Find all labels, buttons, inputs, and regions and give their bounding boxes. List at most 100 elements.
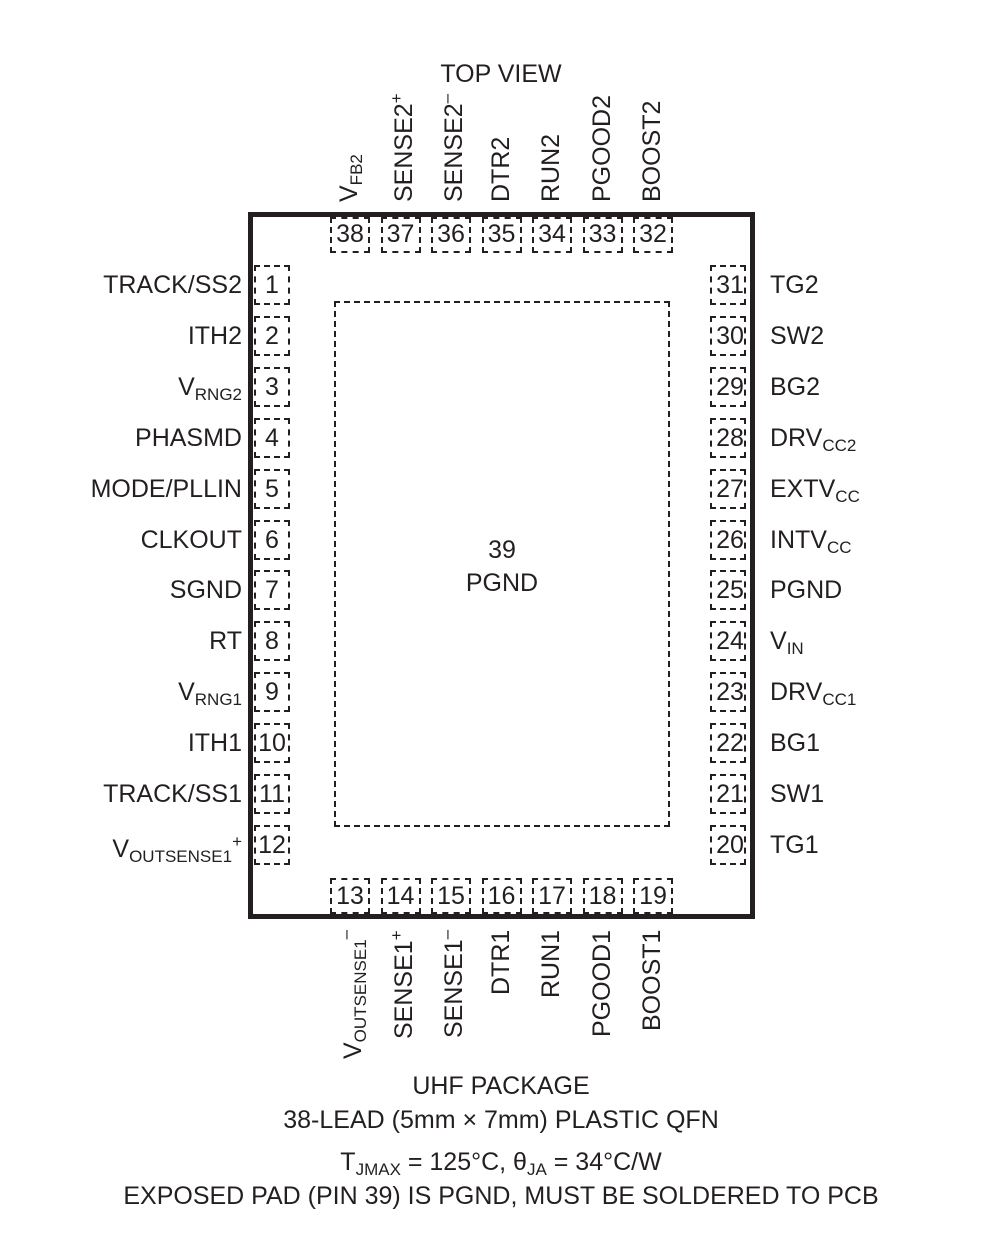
pin-20-pad bbox=[710, 824, 746, 865]
pin-20-label: TG1 bbox=[770, 830, 819, 859]
pin-27-label-text: EXTV bbox=[770, 474, 836, 503]
pin-7-pad bbox=[254, 570, 290, 611]
pin-7-label: SGND bbox=[12, 578, 242, 603]
pin-22-pad bbox=[710, 723, 746, 764]
pin-3-label-sub: RNG2 bbox=[194, 384, 242, 404]
pin-27-number: 27 bbox=[716, 474, 744, 503]
pin-2-label: ITH2 bbox=[12, 323, 242, 349]
pin-21-number: 21 bbox=[716, 780, 744, 808]
pin-27-label: EXTVCC bbox=[770, 474, 860, 506]
pin-11-pad bbox=[254, 774, 290, 814]
pin-18-pad bbox=[582, 878, 623, 914]
pin-16-label-text: DTR1 bbox=[486, 930, 515, 996]
pin-12-pad bbox=[254, 824, 290, 865]
pin-16-pad bbox=[481, 878, 522, 914]
pin-24-label-sub: IN bbox=[786, 639, 804, 659]
pin-33-label: PGOOD2 bbox=[587, 95, 616, 202]
pin-27-pad bbox=[710, 468, 746, 509]
pin-10-pad bbox=[254, 723, 290, 764]
pin-34-label: RUN2 bbox=[537, 134, 565, 202]
pin-10-label: ITH1 bbox=[12, 731, 242, 756]
pin-25-number: 25 bbox=[716, 576, 744, 605]
pin-17-pad bbox=[532, 878, 572, 914]
footer-end: = 34°C/W bbox=[546, 1148, 662, 1176]
pin-14-label: SENSE1+ bbox=[387, 930, 418, 1039]
pin-31-pad bbox=[710, 265, 746, 305]
pin-33-pad bbox=[582, 217, 623, 253]
pin-1-number: 1 bbox=[265, 271, 279, 299]
pin-36-label-text: SENSE2 bbox=[440, 103, 468, 202]
pin-13-label-sup: – bbox=[336, 930, 355, 940]
pin-6-label-text: CLKOUT bbox=[140, 525, 242, 554]
pin-15-label-text: SENSE1 bbox=[440, 939, 468, 1039]
pin-16-label: DTR1 bbox=[486, 930, 515, 996]
pin-14-pad bbox=[380, 878, 421, 914]
pin-9-label: VRNG1 bbox=[12, 678, 242, 710]
pin-12-label-sub: OUTSENSE1 bbox=[129, 846, 233, 866]
pin-18-label: PGOOD1 bbox=[588, 930, 616, 1037]
pin-16-number: 16 bbox=[487, 882, 516, 910]
pin-24-label: VIN bbox=[770, 627, 804, 659]
pin-37-label-sup: + bbox=[386, 93, 406, 104]
pin-3-label-text: V bbox=[178, 372, 195, 401]
pin-1-pad bbox=[254, 265, 290, 305]
pin-13-label-text: V bbox=[339, 1042, 367, 1060]
pin-21-label: SW1 bbox=[770, 782, 824, 807]
pin-19-pad bbox=[633, 878, 673, 914]
pin-20-label-text: TG1 bbox=[770, 830, 819, 859]
pin-38-label-text: V bbox=[335, 185, 363, 202]
footer-mid: = 125°C, θ bbox=[400, 1148, 527, 1176]
pin-26-label-sub: CC bbox=[826, 537, 852, 557]
pin-15-label-sup: – bbox=[437, 930, 456, 940]
pin-30-number: 30 bbox=[716, 321, 744, 350]
pin-29-pad bbox=[710, 366, 746, 407]
pin-11-label: TRACK/SS1 bbox=[12, 782, 242, 807]
pin-32-number: 32 bbox=[639, 220, 667, 248]
pin-28-label: DRVCC2 bbox=[770, 423, 856, 454]
pin-29-label-text: BG2 bbox=[770, 372, 821, 401]
pin-3-number: 3 bbox=[265, 372, 279, 401]
pin-23-pad bbox=[710, 672, 746, 713]
pin-28-label-text: DRV bbox=[770, 423, 823, 452]
pin-12-label-sup: + bbox=[232, 831, 242, 851]
pin-35-label-text: DTR2 bbox=[486, 136, 515, 202]
pin-37-label: SENSE2+ bbox=[386, 93, 418, 202]
pin-35-label: DTR2 bbox=[486, 136, 515, 202]
pin-27-label-sub: CC bbox=[835, 486, 860, 506]
footer-t: T bbox=[340, 1148, 356, 1176]
pin-9-label-text: V bbox=[178, 678, 195, 707]
pin-3-label: VRNG2 bbox=[12, 372, 242, 404]
pin-36-label-sup: – bbox=[437, 93, 456, 104]
pin-28-pad bbox=[710, 417, 746, 458]
pin-12-label: VOUTSENSE1+ bbox=[12, 833, 242, 865]
pin-19-label: BOOST1 bbox=[638, 930, 666, 1031]
pin-11-number: 11 bbox=[259, 780, 285, 808]
pin-26-number: 26 bbox=[716, 525, 744, 554]
pin-1-label-text: TRACK/SS2 bbox=[103, 271, 242, 299]
pin-9-number: 9 bbox=[265, 678, 279, 707]
pin-6-number: 6 bbox=[265, 525, 279, 554]
pin-18-number: 18 bbox=[588, 882, 617, 910]
pin-25-label: PGND bbox=[770, 578, 842, 603]
pin-31-label-text: TG2 bbox=[770, 271, 819, 299]
pin-29-number: 29 bbox=[716, 372, 744, 401]
pin-10-label-text: ITH1 bbox=[187, 729, 242, 758]
pin-9-pad bbox=[254, 672, 290, 713]
pin-12-label-text: V bbox=[112, 834, 130, 863]
pin-29-label: BG2 bbox=[770, 372, 821, 401]
pin-12-number: 12 bbox=[258, 830, 286, 859]
pin-24-pad bbox=[710, 621, 746, 662]
pin-33-label-text: PGOOD2 bbox=[587, 95, 616, 202]
pin-24-number: 24 bbox=[716, 627, 744, 656]
pin-32-label: BOOST2 bbox=[638, 101, 666, 202]
footer-t-sub: JMAX bbox=[355, 1160, 401, 1179]
pin-23-label-sub: CC1 bbox=[822, 690, 857, 710]
pin-38-pad bbox=[330, 217, 370, 253]
pin-28-number: 28 bbox=[716, 423, 744, 452]
pin-13-label: VOUTSENSE1– bbox=[336, 930, 370, 1060]
pin-24-label-text: V bbox=[770, 627, 787, 656]
pin-9-label-sub: RNG1 bbox=[194, 690, 242, 710]
pin-7-number: 7 bbox=[265, 576, 279, 605]
footer-package: UHF PACKAGE bbox=[412, 1072, 590, 1100]
pin-17-label-text: RUN1 bbox=[537, 930, 565, 999]
